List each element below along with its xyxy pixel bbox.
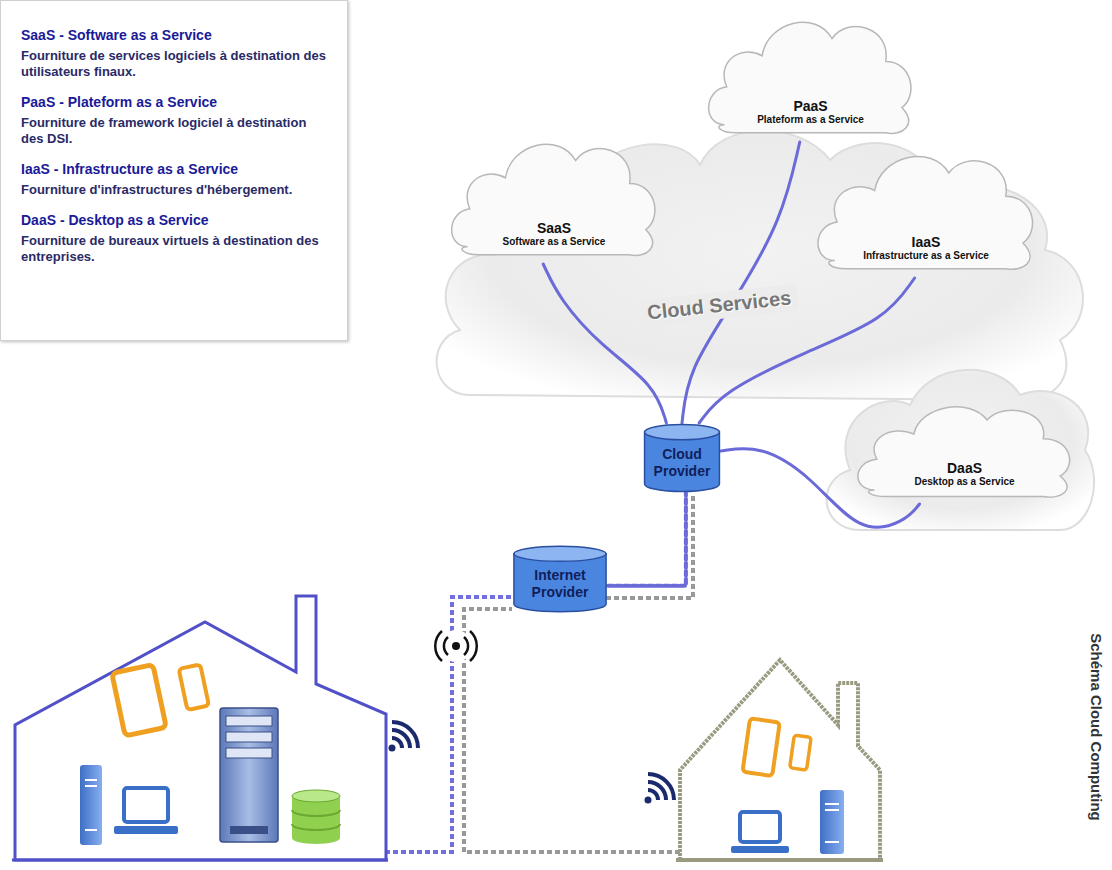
right-house-part <box>676 858 884 862</box>
service-name: DaaS <box>947 460 982 476</box>
service-description: Fourniture de services logiciels à desti… <box>21 48 327 80</box>
laptop-icon-part <box>124 788 168 822</box>
left-house-part <box>15 596 386 860</box>
service-heading: SaaS - Software as a Service <box>21 27 327 44</box>
tablet-icon-part <box>743 718 780 776</box>
phone-icon-part <box>179 664 209 710</box>
service-cloud: DaaSDesktop as a Service <box>852 392 1077 504</box>
wifi-icon <box>645 774 675 804</box>
tower-icon-part <box>825 809 839 811</box>
tower-icon-part <box>80 765 102 845</box>
big-cloud <box>437 131 1095 530</box>
service-name: IaaS <box>912 234 941 250</box>
network-link <box>682 142 800 423</box>
cloud-label: Cloud Services <box>626 282 812 328</box>
server-icon <box>220 708 278 842</box>
laptop-icon <box>731 812 789 853</box>
laptop-icon-part <box>740 812 780 842</box>
database-icon-part <box>292 810 340 830</box>
node-label: Cloud Provider <box>647 446 717 480</box>
right-house <box>645 660 885 860</box>
left-house <box>12 596 418 860</box>
wifi-icon-part <box>648 774 674 800</box>
cloud-outline <box>858 407 1070 497</box>
laptop-icon-part <box>114 826 178 834</box>
service-cloud: IaaSInfrastructure as a Service <box>812 138 1040 278</box>
antenna-symbol <box>435 630 477 662</box>
phone-icon <box>179 664 209 710</box>
server-icon-part <box>226 732 272 742</box>
provider-cylinder: Internet Provider <box>512 545 608 613</box>
node-label: Internet Provider <box>516 567 604 601</box>
diagram-title: Schéma Cloud Computing <box>1088 633 1105 821</box>
tablet-icon <box>743 718 780 776</box>
service-subtitle: Software as a Service <box>503 236 606 248</box>
server-icon-part <box>226 748 272 758</box>
service-description: Fourniture de bureaux virtuels à destina… <box>21 233 327 265</box>
service-name: PaaS <box>793 98 827 114</box>
laptop-icon-part <box>731 846 789 853</box>
cylinder-body <box>645 432 720 492</box>
big-cloud-part <box>827 370 1095 530</box>
service-cloud: SaaSSoftware as a Service <box>446 126 662 264</box>
network-link <box>543 264 666 423</box>
cylinder-top <box>645 424 720 439</box>
service-cloud: PaaSPlateform as a Service <box>703 4 918 142</box>
server-icon-part <box>226 716 272 726</box>
network-wires-part <box>606 493 693 598</box>
phone-icon-part <box>790 735 811 770</box>
service-heading: DaaS - Desktop as a Service <box>21 212 327 229</box>
tablet-icon <box>112 665 166 736</box>
cylinder-top <box>514 546 606 561</box>
cloud-outline <box>818 156 1033 269</box>
service-subtitle: Infrastructure as a Service <box>863 250 989 262</box>
tower-icon-part <box>825 841 839 843</box>
database-icon-part <box>292 832 340 844</box>
network-wires <box>385 493 693 852</box>
tower-icon-part <box>820 790 844 854</box>
cloud-outline <box>709 22 911 133</box>
server-icon-part <box>230 826 268 834</box>
service-subtitle: Desktop as a Service <box>914 476 1014 488</box>
service-heading: IaaS - Infrastructure as a Service <box>21 161 327 178</box>
tower-icon-part <box>85 829 97 831</box>
network-link <box>608 493 686 586</box>
tower-icon <box>80 765 102 845</box>
big-cloud-part <box>437 131 1083 401</box>
node-label: Cloud Services <box>640 283 798 326</box>
tower-icon <box>820 790 844 854</box>
service-description: Fourniture d'infrastructures d'hébergeme… <box>21 182 327 198</box>
cloud-shape <box>852 392 1077 504</box>
database-icon-part <box>292 790 340 802</box>
wifi-icon-part <box>392 722 418 748</box>
server-icon-part <box>220 708 278 842</box>
tower-icon-part <box>85 779 97 781</box>
tablet-icon-part <box>112 665 166 736</box>
database-icon <box>292 790 340 844</box>
network-wires-part <box>464 609 680 852</box>
cloud-outline <box>452 144 655 255</box>
service-subtitle: Plateform as a Service <box>757 114 864 126</box>
antenna-symbol-part <box>452 642 460 650</box>
wifi-icon-part <box>645 797 652 804</box>
service-description: Fourniture de framework logiciel à desti… <box>21 115 327 147</box>
laptop-icon <box>114 788 178 834</box>
wifi-icon <box>389 722 419 752</box>
tower-icon-part <box>825 803 839 805</box>
cylinder-body <box>514 554 606 612</box>
phone-icon <box>790 735 811 770</box>
service-heading: PaaS - Plateform as a Service <box>21 94 327 111</box>
wifi-icon-part <box>389 745 396 752</box>
service-name: SaaS <box>537 220 571 236</box>
network-wires-part <box>385 597 512 852</box>
tower-icon-part <box>85 785 97 787</box>
right-house-part <box>680 660 880 860</box>
legend-panel: SaaS - Software as a ServiceFourniture d… <box>0 0 348 341</box>
provider-cylinder: Cloud Provider <box>643 423 721 493</box>
antenna-symbol-part <box>435 631 477 661</box>
left-house-part <box>12 859 388 862</box>
